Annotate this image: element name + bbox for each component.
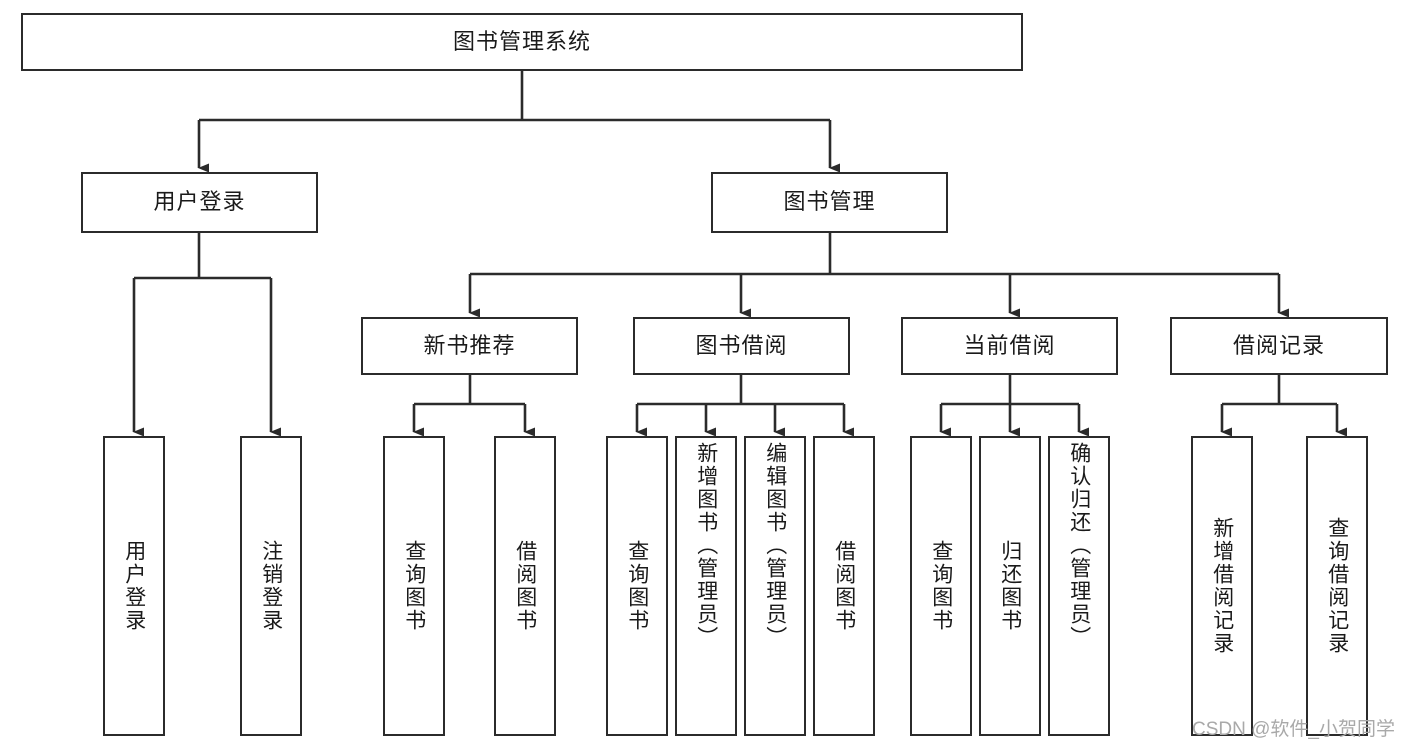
node-borrow-record[interactable]: 借阅记录: [1170, 317, 1388, 375]
node-label: 查询图书: [402, 540, 426, 632]
leaf-edit-book-admin[interactable]: 编辑图书（管理员）: [744, 436, 806, 736]
node-book-management[interactable]: 图书管理: [711, 172, 948, 233]
node-label: 借阅图书: [832, 540, 856, 632]
node-label: 借阅记录: [1232, 332, 1325, 358]
leaf-return-book[interactable]: 归还图书: [979, 436, 1041, 736]
node-current-borrow[interactable]: 当前借阅: [901, 317, 1118, 375]
node-label: 查询图书: [625, 540, 649, 632]
node-new-book-recommend[interactable]: 新书推荐: [361, 317, 578, 375]
leaf-query-book-borrow[interactable]: 查询图书: [606, 436, 668, 736]
leaf-query-borrow-record[interactable]: 查询借阅记录: [1306, 436, 1368, 736]
node-label: 新书推荐: [423, 332, 516, 358]
node-user-login[interactable]: 用户登录: [81, 172, 318, 233]
node-label: 注销登录: [259, 540, 283, 632]
leaf-query-book-recommend[interactable]: 查询图书: [383, 436, 445, 736]
node-label: 确认归还（管理员）: [1067, 442, 1091, 649]
node-label: 查询借阅记录: [1325, 517, 1349, 655]
leaf-user-logout[interactable]: 注销登录: [240, 436, 302, 736]
node-label: 查询图书: [929, 540, 953, 632]
node-label: 新增借阅记录: [1210, 517, 1234, 655]
node-book-borrow[interactable]: 图书借阅: [633, 317, 850, 375]
node-label: 图书管理系统: [452, 28, 591, 54]
leaf-borrow-book[interactable]: 借阅图书: [813, 436, 875, 736]
leaf-add-book-admin[interactable]: 新增图书（管理员）: [675, 436, 737, 736]
node-label: 当前借阅: [963, 332, 1056, 358]
leaf-user-login[interactable]: 用户登录: [103, 436, 165, 736]
node-label: 借阅图书: [513, 540, 537, 632]
node-root-system[interactable]: 图书管理系统: [21, 13, 1023, 71]
node-label: 新增图书（管理员）: [694, 442, 718, 649]
leaf-borrow-book-recommend[interactable]: 借阅图书: [494, 436, 556, 736]
node-label: 用户登录: [122, 540, 146, 632]
leaf-query-book-current[interactable]: 查询图书: [910, 436, 972, 736]
node-label: 归还图书: [998, 540, 1022, 632]
leaf-confirm-return-admin[interactable]: 确认归还（管理员）: [1048, 436, 1110, 736]
leaf-add-borrow-record[interactable]: 新增借阅记录: [1191, 436, 1253, 736]
node-label: 编辑图书（管理员）: [763, 442, 787, 649]
node-label: 图书管理: [783, 189, 876, 215]
node-label: 图书借阅: [695, 332, 788, 358]
node-label: 用户登录: [153, 189, 246, 215]
csdn-watermark: CSDN @软件_小贺同学: [1192, 719, 1395, 740]
